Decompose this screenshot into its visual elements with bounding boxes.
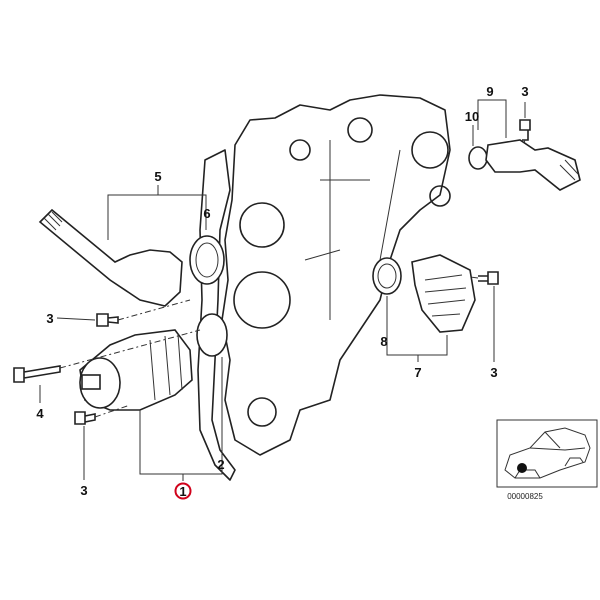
bolt-3-left [96,313,119,327]
callout-7: 7 [414,365,421,380]
bolt-3-top [519,119,531,141]
location-marker [517,463,527,473]
callout-10: 10 [465,109,479,124]
seal-ring-6 [189,235,225,285]
thermostat-hose-7 [411,254,476,333]
highlight-circle [174,482,192,500]
callout-3-left: 3 [46,311,53,326]
outlet-flange-9 [485,139,581,191]
inset-code: 00000825 [507,492,543,501]
callout-5: 5 [154,169,161,184]
callout-3-right: 3 [490,365,497,380]
leader-lines [39,99,526,481]
callout-4: 4 [36,406,44,421]
bolt-3-right [478,271,499,285]
callout-1: 1 [179,484,186,499]
seal-ring-10 [468,146,488,170]
coolant-pipe-housing [38,208,183,307]
callout-8: 8 [380,334,387,349]
bolt-4 [13,365,61,383]
gasket-2 [196,313,228,357]
callout-6: 6 [203,206,210,221]
callout-2: 2 [217,457,224,472]
callout-3-bottom: 3 [80,483,87,498]
vehicle-inset: 00000825 [496,419,598,501]
bolt-3-bottom [74,411,96,425]
callout-9: 9 [486,84,493,99]
callout-3-top: 3 [521,84,528,99]
engine-block [197,94,451,481]
water-pump [79,329,193,411]
seal-ring-8 [372,257,402,295]
